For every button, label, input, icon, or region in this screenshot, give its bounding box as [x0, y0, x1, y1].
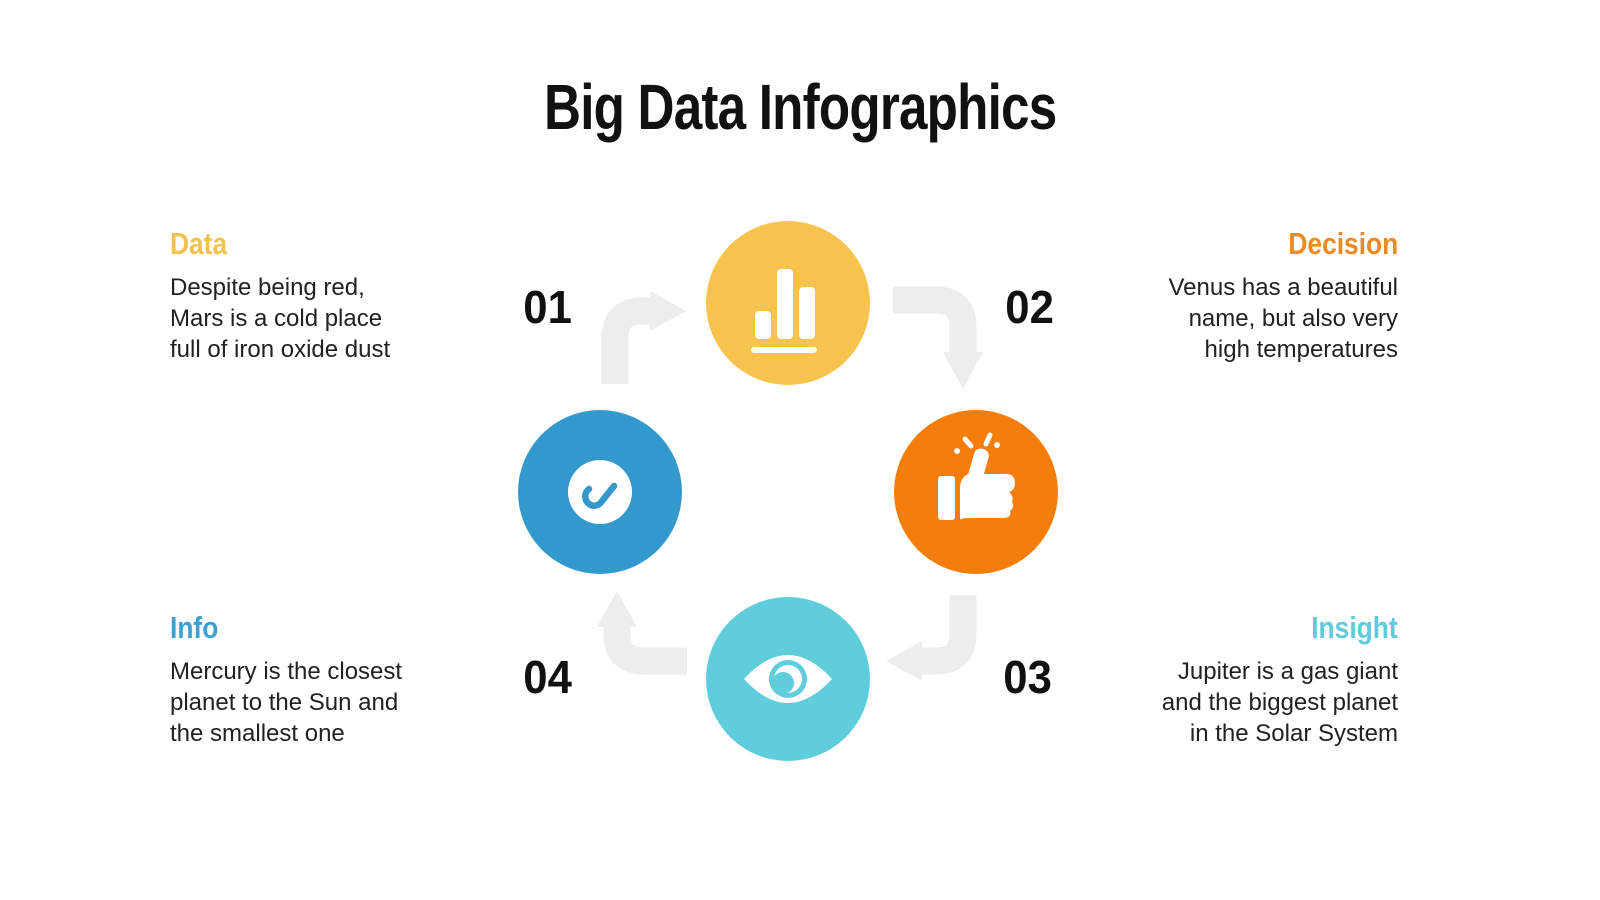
decision-text-block: Decision Venus has a beautiful name, but…: [1098, 226, 1398, 365]
arrow-step1-to-data: [601, 291, 686, 384]
info-circle: [518, 410, 682, 574]
decision-heading: Decision: [1288, 226, 1398, 261]
arrow-data-to-decision: [893, 286, 983, 389]
check-icon: [568, 460, 632, 524]
page-title-text: Big Data Infographics: [543, 71, 1057, 143]
insight-text-block: Insight Jupiter is a gas giant and the b…: [1098, 610, 1398, 749]
arrow-decision-to-insight: [886, 595, 977, 681]
info-heading: Info: [170, 610, 219, 645]
data-description: Despite being red, Mars is a cold place …: [170, 274, 391, 363]
info-text-block: Info Mercury is the closest planet to th…: [170, 610, 470, 749]
insight-description: Jupiter is a gas giant and the biggest p…: [1161, 658, 1398, 747]
info-description: Mercury is the closest planet to the Sun…: [170, 658, 403, 747]
data-circle: [706, 221, 870, 385]
insight-circle: [706, 597, 870, 761]
step-number-4: 04: [523, 651, 573, 703]
decision-description: Venus has a beautiful name, but also ver…: [1168, 274, 1398, 363]
thumbs-up-icon: [938, 432, 1015, 520]
arrow-insight-to-info: [597, 591, 687, 675]
step-number-2: 02: [1005, 281, 1055, 333]
decision-circle: [894, 410, 1058, 574]
bar-chart-icon: [751, 269, 817, 353]
step-number-1: 01: [523, 281, 573, 333]
step-number-3: 03: [1003, 651, 1053, 703]
page-title: Big Data Infographics: [0, 70, 1600, 144]
data-heading: Data: [170, 226, 228, 261]
data-text-block: Data Despite being red, Mars is a cold p…: [170, 226, 470, 365]
insight-heading: Insight: [1311, 610, 1398, 645]
eye-icon: [744, 655, 832, 703]
